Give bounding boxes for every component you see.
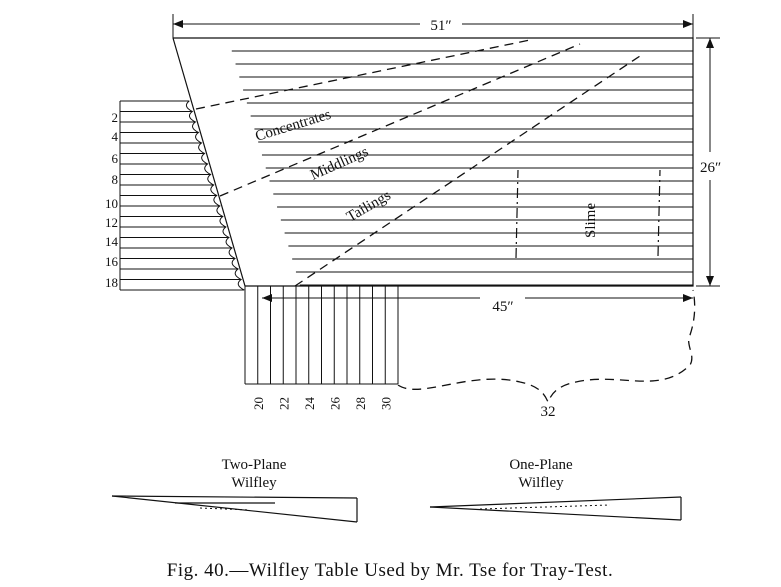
slime-label: Slime <box>583 203 599 238</box>
width-label: 51″ <box>430 18 451 34</box>
one-plane-section: One-Plane Wilfley <box>429 457 682 521</box>
left-feed-boxes: 2 4 6 8 10 12 14 16 18 <box>105 100 245 291</box>
inner-length-label: 45″ <box>492 299 513 315</box>
feed-box-label: 4 <box>112 129 119 144</box>
feed-box-label: 2 <box>112 110 119 125</box>
table-deck <box>172 37 694 287</box>
discharge-brace: 32 <box>397 289 696 420</box>
discharge-box-label: 30 <box>378 397 393 410</box>
one-plane-title: One-Plane <box>509 457 573 473</box>
riffle-lines <box>231 50 693 286</box>
two-plane-subtitle: Wilfley <box>231 475 277 491</box>
discharge-box-label: 24 <box>302 397 317 411</box>
middlings-label: Middlings <box>308 144 371 184</box>
concentrates-label: Concentrates <box>253 107 333 145</box>
discharge-box-label: 26 <box>327 397 342 411</box>
feed-box-label: 10 <box>105 196 118 211</box>
height-label: 26″ <box>700 160 721 176</box>
discharge-label: 32 <box>541 404 556 420</box>
zone-dividers <box>195 39 661 287</box>
width-dimension: 51″ <box>172 14 694 38</box>
feed-box-label: 16 <box>105 254 119 269</box>
feed-box-label: 14 <box>105 234 119 249</box>
two-plane-section: Two-Plane Wilfley <box>111 457 358 523</box>
feed-serrations <box>185 100 245 291</box>
feed-box-label: 18 <box>105 275 118 290</box>
height-dimension: 26″ <box>696 37 721 287</box>
discharge-box-label: 28 <box>353 397 368 410</box>
discharge-box-label: 22 <box>276 397 291 410</box>
two-plane-title: Two-Plane <box>222 457 287 473</box>
discharge-box-label: 20 <box>251 397 266 410</box>
feed-box-label: 8 <box>112 172 119 187</box>
feed-box-label: 6 <box>112 151 119 166</box>
feed-box-label: 12 <box>105 215 118 230</box>
bottom-discharge-boxes: 20 22 24 26 28 30 <box>244 286 399 411</box>
one-plane-subtitle: Wilfley <box>518 475 564 491</box>
inner-length-dimension: 45″ <box>262 294 693 315</box>
figure-caption: Fig. 40.—Wilfley Table Used by Mr. Tse f… <box>167 560 613 581</box>
